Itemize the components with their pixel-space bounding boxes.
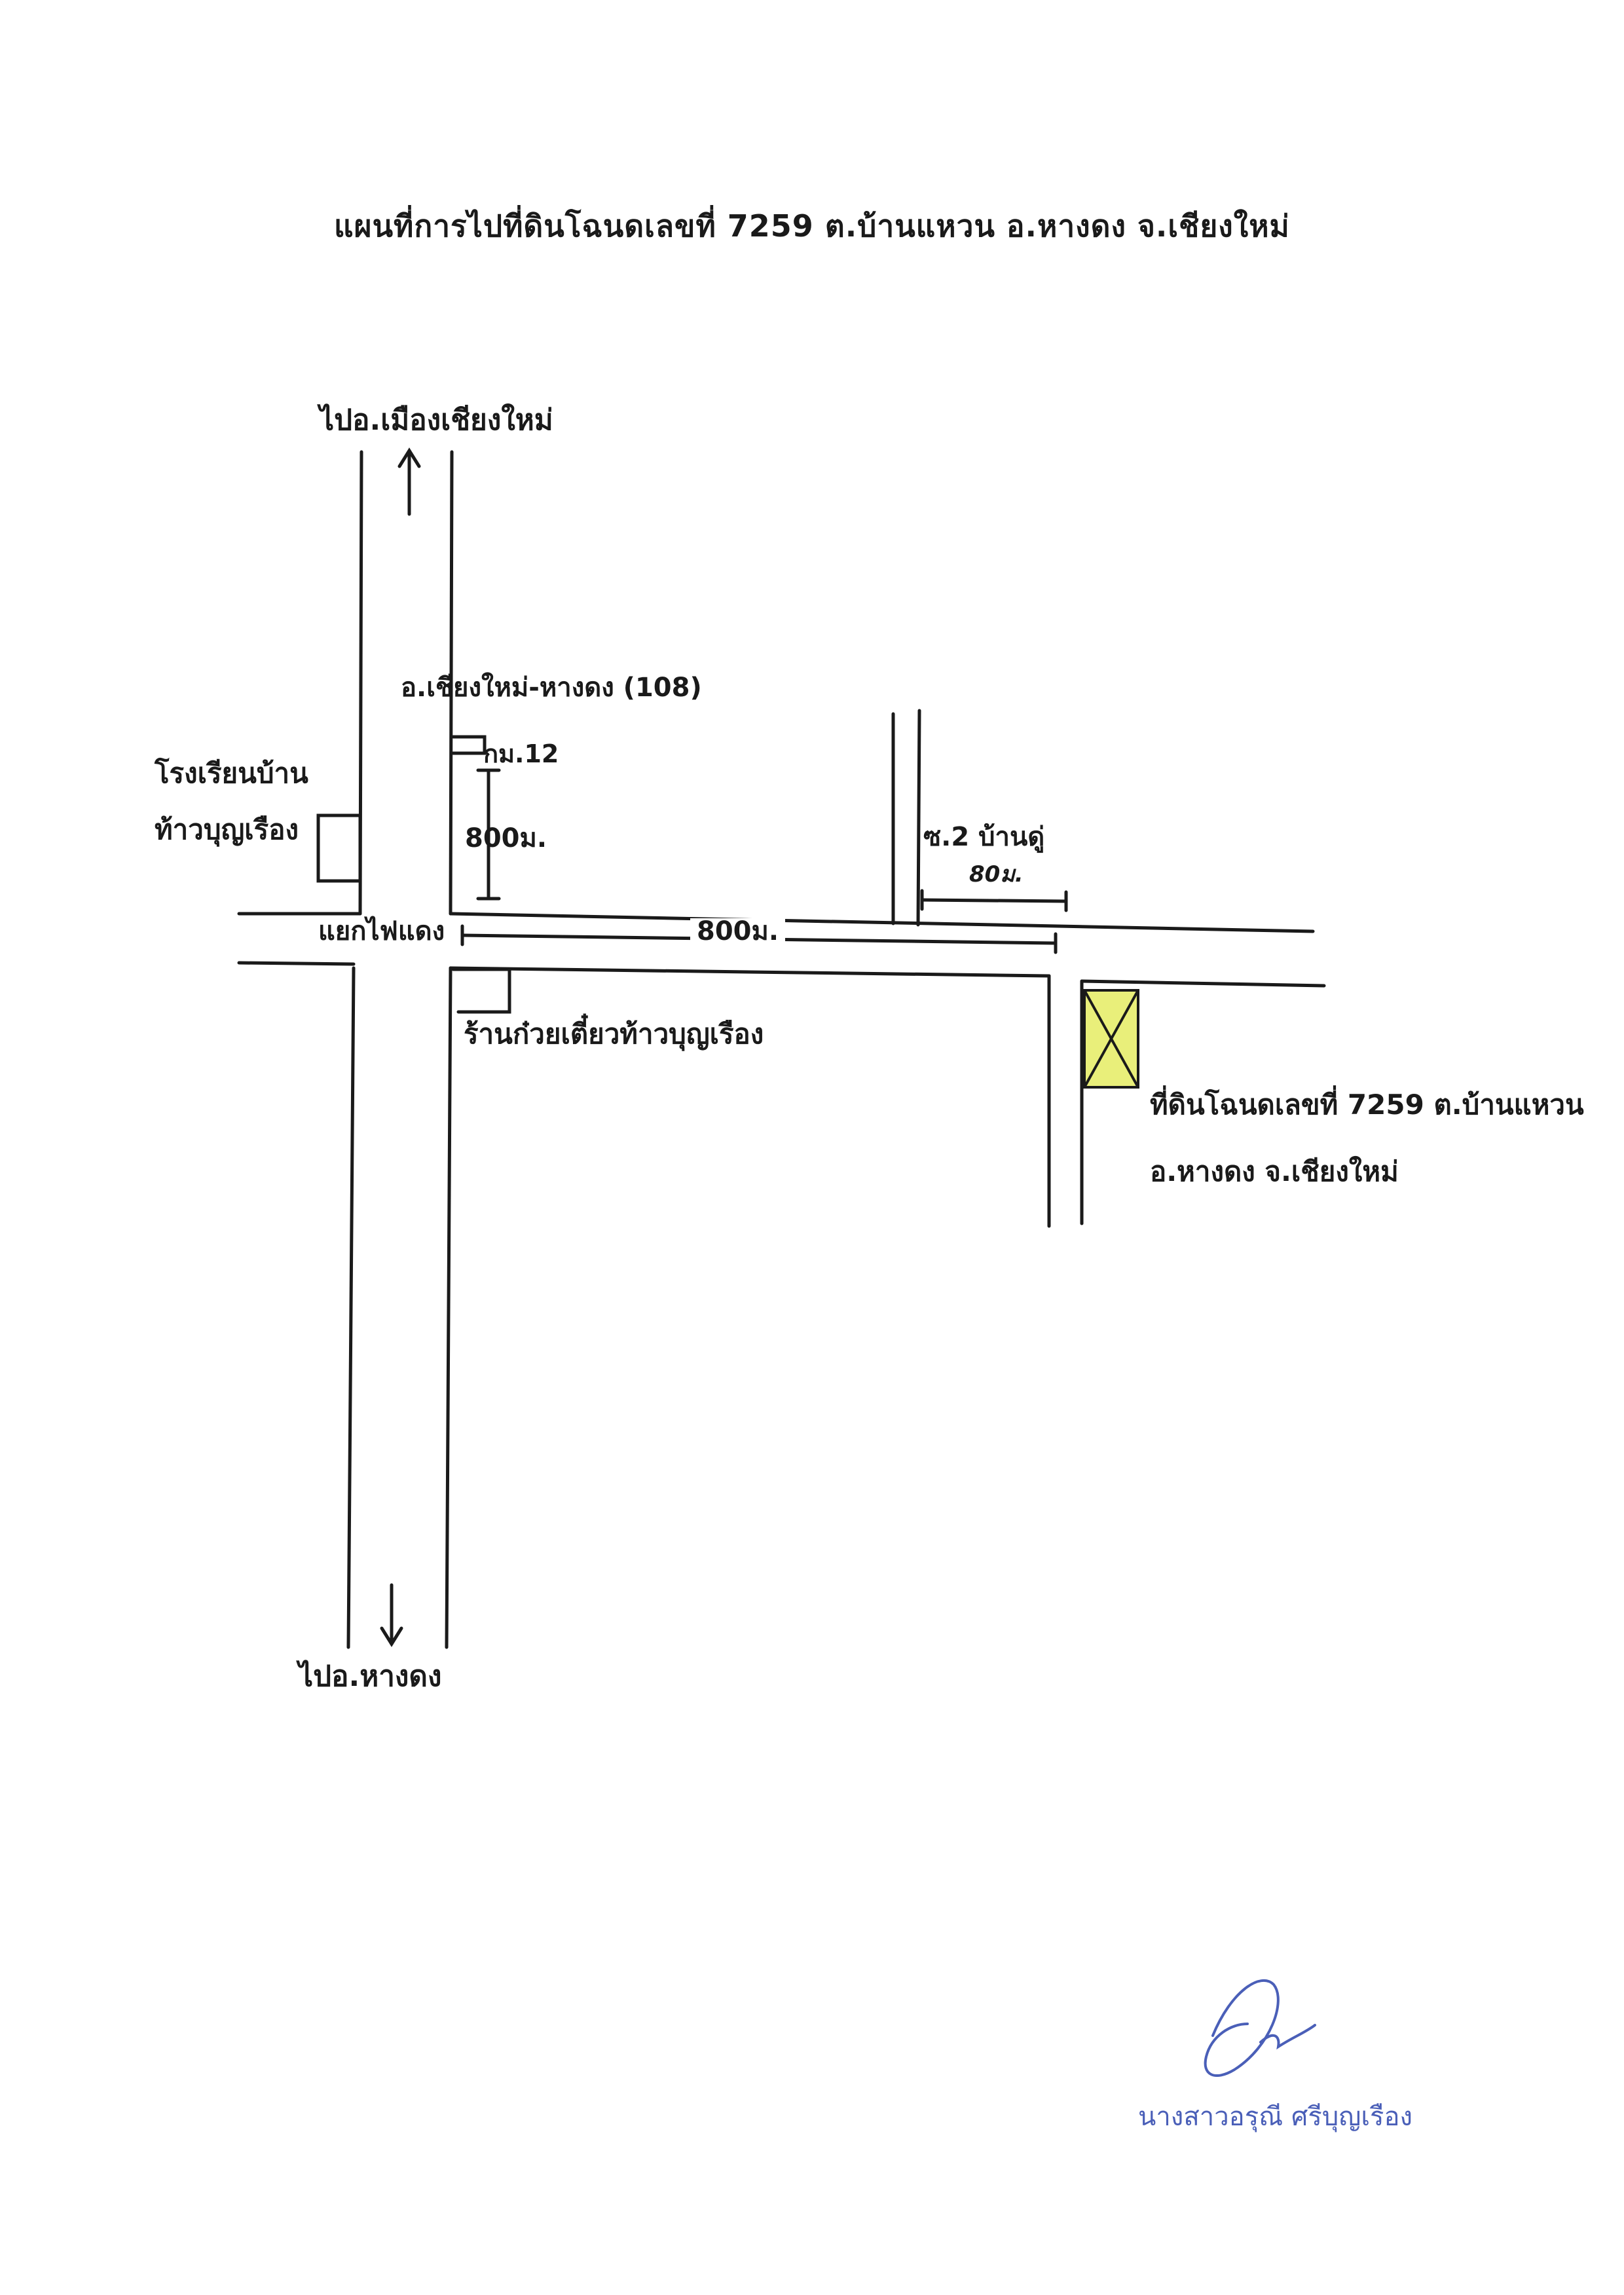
cross-road-south-edge-east <box>1080 979 1326 988</box>
distance-horizontal-label: 800ม. <box>690 918 786 944</box>
soi-label: ซ.2 บ้านดู่ <box>923 822 1045 852</box>
dimension-soi-line <box>920 898 1068 903</box>
map-title: แผนที่การไปที่ดินโฉนดเลขที่ 7259 ต.บ้านแ… <box>334 208 1290 244</box>
cross-road-south-edge-west <box>237 961 356 966</box>
main-road-east-edge-south <box>445 966 452 1649</box>
school-box <box>316 813 362 883</box>
land-label-line2: อ.หางดง จ.เชียงใหม่ <box>1150 1155 1399 1187</box>
main-road-label: อ.เชียงใหม่-หางดง (108) <box>401 673 702 703</box>
school-label-line2: ท้าวบุญเรือง <box>155 813 299 846</box>
distance-vertical-label: 800ม. <box>465 823 547 853</box>
main-road-west-edge-south <box>346 966 356 1649</box>
soi-east-edge <box>916 709 921 927</box>
distance-soi-label: 80ม. <box>969 861 1024 887</box>
signer-name: นางสาวอรุณี ศรีบุญเรือง <box>1138 2102 1413 2132</box>
cross-road-south-edge-mid <box>449 966 1051 978</box>
land-plot-marker <box>1083 989 1139 1089</box>
noodle-shop-box <box>451 967 511 1014</box>
south-arrow-head <box>380 1626 403 1647</box>
school-label-line1: โรงเรียนบ้าน <box>155 757 308 789</box>
direction-label-north: ไปอ.เมืองเชียงใหม่ <box>320 403 553 437</box>
land-label-line1: ที่ดินโฉนดเลขที่ 7259 ต.บ้านแหวน <box>1150 1089 1584 1121</box>
junction-label: แยกไฟแดง <box>318 916 445 946</box>
land-plot-cross-b <box>1083 990 1139 1088</box>
km-marker-label: กม.12 <box>483 739 559 768</box>
km12-marker-box <box>451 735 487 755</box>
noodle-shop-label: ร้านก๋วยเตี๋ยวท้าวบุญเรือง <box>464 1018 764 1050</box>
direction-label-south: ไปอ.หางดง <box>299 1660 442 1693</box>
main-road-east-edge-north <box>449 450 454 916</box>
cross-road-north-edge-east <box>449 912 1315 933</box>
north-arrow-head <box>397 447 421 468</box>
signature-mark <box>1204 1979 1316 2077</box>
